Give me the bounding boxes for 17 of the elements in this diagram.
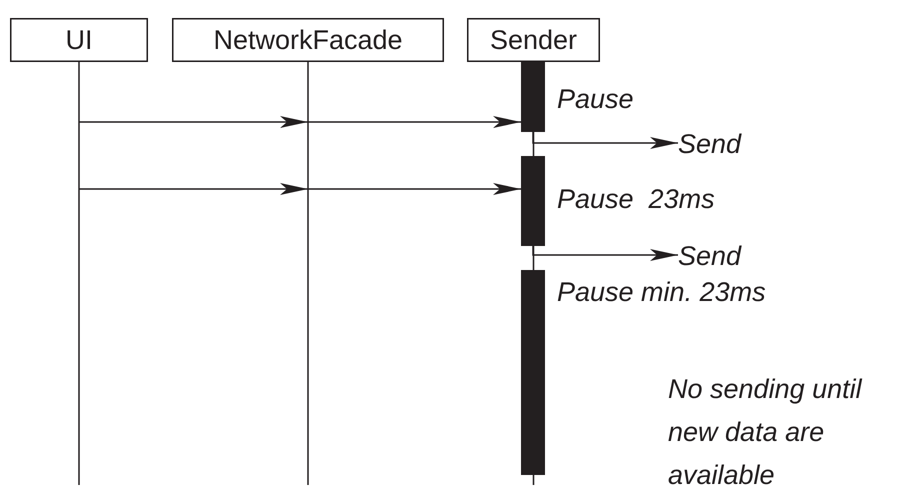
message-arrow xyxy=(79,183,308,195)
activation-bar xyxy=(521,62,545,132)
participant-lifeline: UI xyxy=(10,18,148,485)
pause-label: Pause min. 23ms xyxy=(557,276,766,309)
pause-label: Pause xyxy=(557,83,634,116)
message-arrow xyxy=(79,116,308,128)
message-arrow xyxy=(532,132,678,149)
activation-bar xyxy=(521,156,545,246)
pause-label: Pause 23ms xyxy=(557,183,715,216)
message-label: Send xyxy=(678,126,778,162)
activation-bar xyxy=(521,270,545,475)
message-label: Send xyxy=(678,238,778,274)
note-text: No sending until new data are available xyxy=(668,373,864,492)
participant-lifeline: NetworkFacade xyxy=(172,18,444,485)
message-arrow xyxy=(308,116,521,128)
message-arrow xyxy=(308,183,521,195)
message-arrow xyxy=(532,246,678,261)
